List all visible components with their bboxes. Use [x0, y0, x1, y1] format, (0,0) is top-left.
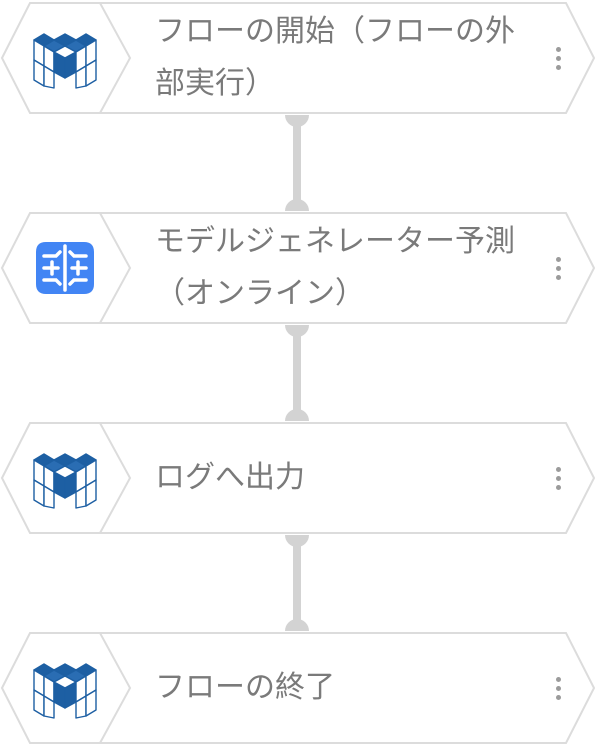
node-menu-button[interactable] — [543, 248, 573, 288]
node-label: フローの終了 — [155, 670, 335, 705]
node-label: モデルジェネレーター予測（オンライン） — [155, 224, 515, 311]
node-menu-button[interactable] — [543, 458, 573, 498]
pipeline-cube-icon — [32, 446, 98, 510]
flow-node-model-predict[interactable]: モデルジェネレーター予測（オンライン） — [0, 211, 596, 325]
pipeline-cube-icon — [32, 656, 98, 720]
pipeline-cube-icon — [32, 26, 98, 90]
flow-connector — [285, 535, 309, 631]
flow-connector — [285, 325, 309, 421]
flow-node-end[interactable]: フローの終了 — [0, 631, 596, 745]
node-menu-button[interactable] — [543, 38, 573, 78]
flow-connector — [285, 115, 309, 211]
node-menu-button[interactable] — [543, 668, 573, 708]
flow-node-log-output[interactable]: ログへ出力 — [0, 421, 596, 535]
node-label: ログへ出力 — [155, 460, 305, 495]
flow-node-start[interactable]: フローの開始（フローの外部実行） — [0, 1, 596, 115]
brain-model-icon — [32, 236, 98, 300]
node-label: フローの開始（フローの外部実行） — [155, 14, 515, 101]
